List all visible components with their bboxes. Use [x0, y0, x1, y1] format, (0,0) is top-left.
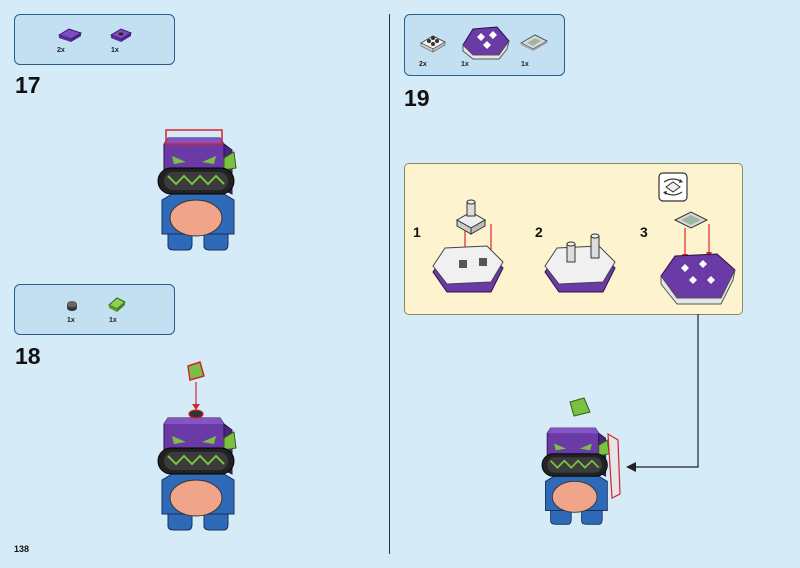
part-qty: 2x	[57, 47, 65, 54]
part-qty: 1x	[67, 317, 75, 324]
substep3-assembly	[660, 211, 736, 305]
purple-tile-icon	[57, 28, 83, 42]
figure-step18	[157, 361, 237, 531]
purple-dome-icon	[462, 26, 510, 60]
parts-box-step19: 2x 1x 1x	[404, 14, 565, 76]
part-qty: 1x	[521, 61, 529, 68]
step-number-18: 18	[15, 343, 41, 369]
subassembly-box: 1 2 3	[404, 163, 743, 315]
figure-step19	[541, 397, 621, 526]
part-qty: 1x	[461, 61, 469, 68]
callout-connector	[626, 314, 699, 472]
step-number-17: 17	[15, 72, 41, 98]
purple-plate-icon	[109, 28, 133, 42]
rotate-model-icon	[658, 172, 688, 202]
page-number: 138	[14, 544, 30, 554]
substep-number: 1	[413, 224, 421, 240]
parts-box-step18: 1x 1x	[14, 284, 175, 335]
grey-tile-icon	[519, 34, 549, 51]
substep2-assembly	[544, 233, 616, 293]
part-qty: 1x	[109, 317, 117, 324]
substep-number: 3	[640, 224, 648, 240]
page-divider	[389, 14, 390, 554]
black-round-stud-icon	[67, 301, 77, 311]
green-slope-icon	[108, 297, 126, 312]
substep-number: 2	[535, 224, 543, 240]
figure-step17	[157, 129, 237, 251]
white-plate-icon	[419, 35, 447, 53]
substep1-assembly	[432, 199, 504, 293]
part-qty: 1x	[111, 47, 119, 54]
part-qty: 2x	[419, 61, 427, 68]
parts-box-step17: 2x 1x	[14, 14, 175, 65]
step-number-19: 19	[404, 85, 430, 111]
